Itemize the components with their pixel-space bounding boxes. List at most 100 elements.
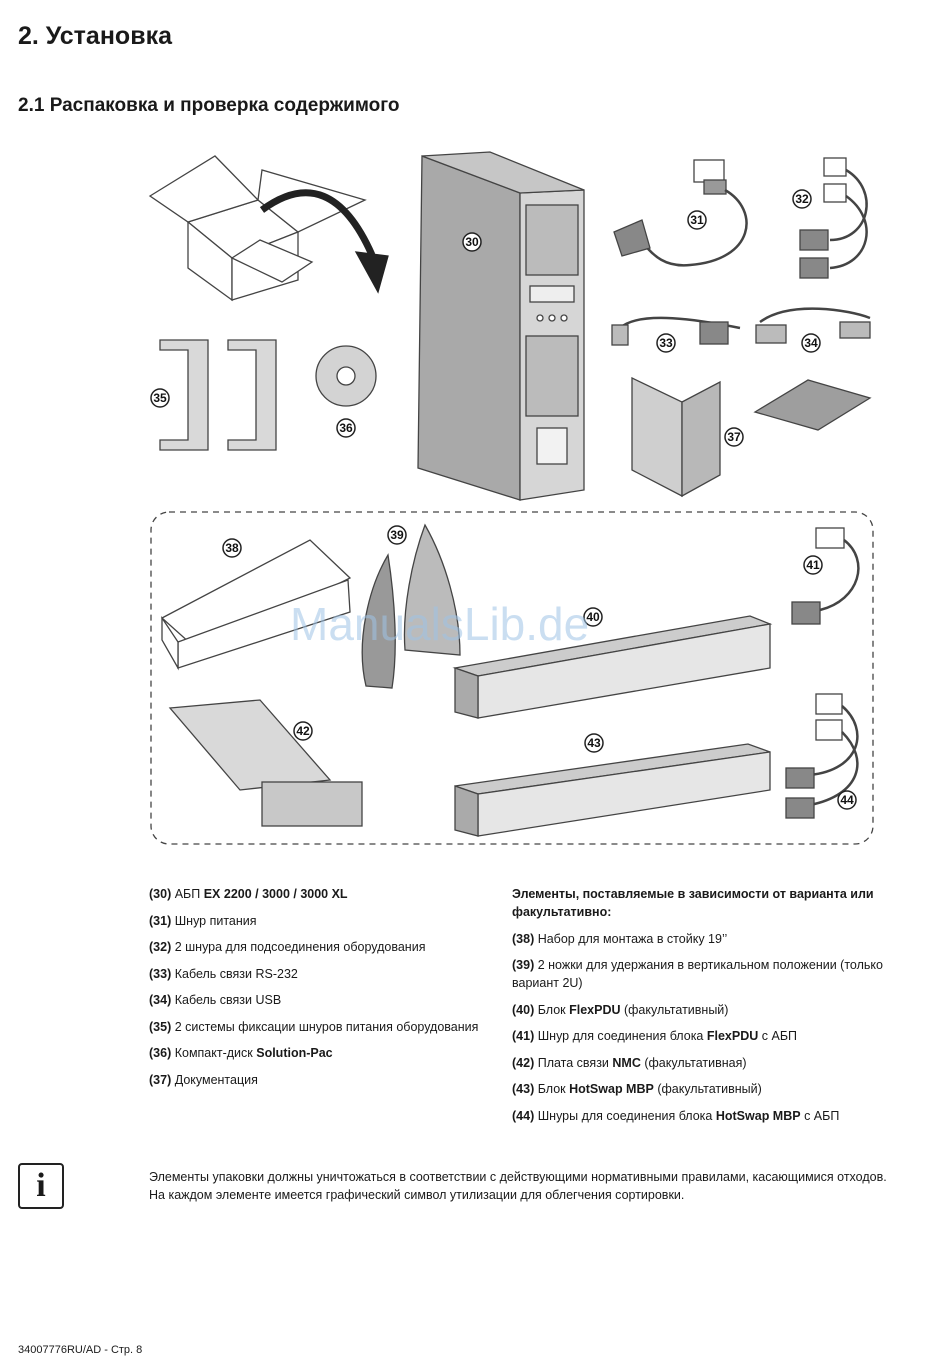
callout-number: 42: [296, 724, 310, 738]
callout-circle: [687, 210, 707, 230]
callout-number: 40: [586, 610, 600, 624]
power-cord-illustration: [613, 159, 748, 267]
list-item: (41) Шнур для соединения блока FlexPDU с…: [512, 1027, 892, 1045]
box-illustration: [148, 155, 389, 302]
item-number: (42): [512, 1055, 535, 1070]
list-item: (42) Плата связи NMC (факультативная): [512, 1054, 892, 1072]
callout-number: 38: [225, 541, 239, 555]
callout-circle: [803, 555, 823, 575]
item-number: (30): [149, 887, 172, 901]
usb-cable-illustration: [755, 307, 871, 344]
list-item: (36) Компакт-диск Solution-Pac: [149, 1044, 489, 1062]
callout-32: 32: [792, 189, 812, 209]
callout-43: 43: [584, 733, 604, 753]
callout-number: 41: [806, 558, 820, 572]
callout-circle: [336, 418, 356, 438]
callout-41: 41: [803, 555, 823, 575]
list-item: (31) Шнур питания: [149, 912, 489, 930]
callout-number: 39: [390, 528, 404, 542]
list-item: (33) Кабель связи RS-232: [149, 965, 489, 983]
item-number: (44): [512, 1108, 535, 1123]
hotswap-mbp-illustration: [454, 743, 771, 837]
callout-31: 31: [687, 210, 707, 230]
info-glyph: i: [36, 1167, 46, 1204]
callout-30: 30: [462, 232, 482, 252]
flexpdu-illustration: [452, 615, 773, 719]
callout-circle: [293, 721, 313, 741]
optional-items: (38) Набор для монтажа в стойку 19’’ (39)…: [512, 930, 892, 1125]
callout-38: 38: [222, 538, 242, 558]
item-text: (факультативный): [653, 1082, 762, 1096]
list-item: (39) 2 ножки для удержания в вертикально…: [512, 956, 892, 992]
callout-circle: [656, 333, 676, 353]
callout-circle: [583, 607, 603, 627]
optional-items-frame: [150, 511, 874, 845]
callout-number: 35: [153, 391, 167, 405]
item-text: Кабель связи USB: [171, 993, 282, 1007]
page-footer: 34007776RU/AD - Стр. 8: [18, 1344, 143, 1356]
callout-number: 44: [840, 793, 854, 807]
callout-circle: [387, 525, 407, 545]
item-number: (37): [149, 1072, 172, 1087]
item-text: с АБП: [758, 1029, 798, 1043]
callout-markers: 30 31 32 33 34 35 36 37 38 39 40 41 42 43 44: [150, 189, 857, 810]
item-product-name: EX 2200 / 3000 / 3000 XL: [203, 887, 348, 901]
cd-illustration: [315, 345, 377, 407]
callout-44: 44: [837, 790, 857, 810]
callout-40: 40: [583, 607, 603, 627]
item-number: (33): [149, 966, 172, 981]
item-number: (35): [149, 1019, 172, 1034]
list-item: (34) Кабель связи USB: [149, 991, 489, 1009]
item-text: Документация: [171, 1072, 258, 1087]
list-item: (44) Шнуры для соединения блока HotSwap …: [512, 1107, 892, 1125]
info-icon: i: [18, 1163, 64, 1209]
item-product-name: FlexPDU: [569, 1002, 621, 1017]
callout-42: 42: [293, 721, 313, 741]
callout-number: 32: [795, 192, 809, 206]
callout-number: 30: [465, 235, 479, 249]
item-text: 2 шнура для подсоединения оборудования: [171, 940, 426, 954]
callout-37: 37: [724, 427, 744, 447]
item-number: (38): [512, 931, 535, 946]
callout-circle: [837, 790, 857, 810]
item-number: (36): [149, 1046, 172, 1060]
item-text: 2 ножки для удержания в вертикальном пол…: [512, 958, 883, 990]
nmc-card-illustration: [168, 699, 363, 827]
item-number: (41): [512, 1029, 535, 1043]
list-item: (38) Набор для монтажа в стойку 19’’: [512, 930, 892, 948]
callout-circle: [724, 427, 744, 447]
cord-fixation-illustration: [159, 339, 277, 451]
list-item: (32) 2 шнура для подсоединения оборудова…: [149, 938, 489, 956]
item-number: (39): [512, 958, 535, 972]
callout-circle: [222, 538, 242, 558]
item-text: Кабель связи RS-232: [171, 966, 298, 981]
callout-circle: [584, 733, 604, 753]
list-item: (30) АБП EX 2200 / 3000 / 3000 XL: [149, 885, 489, 903]
callout-number: 33: [659, 336, 673, 350]
item-text: с АБП: [800, 1108, 840, 1123]
item-text: (факультативный): [620, 1002, 729, 1017]
callout-circle: [801, 333, 821, 353]
item-text: Шнуры для соединения блока: [534, 1108, 716, 1123]
page-title: 2. Установка: [18, 22, 172, 50]
item-text: Компакт-диск: [171, 1046, 257, 1060]
item-number: (32): [149, 940, 172, 954]
callout-circle: [150, 388, 170, 408]
item-number: (43): [512, 1082, 535, 1096]
callout-number: 36: [339, 421, 353, 435]
item-number: (34): [149, 993, 172, 1007]
callout-34: 34: [801, 333, 821, 353]
item-text: Набор для монтажа в стойку 19’’: [534, 931, 728, 946]
rs232-cable-illustration: [611, 316, 741, 346]
callout-number: 37: [727, 430, 741, 444]
item-number: (31): [149, 913, 172, 928]
item-text: (факультативная): [640, 1055, 747, 1070]
ups-tower-illustration: [417, 151, 585, 501]
documentation-illustration: [631, 376, 872, 498]
item-product-name: NMC: [612, 1055, 641, 1070]
item-number: (40): [512, 1002, 535, 1017]
vertical-feet-illustration: [361, 523, 461, 689]
item-product-name: HotSwap MBP: [569, 1082, 654, 1096]
rack-kit-illustration: [160, 539, 352, 671]
